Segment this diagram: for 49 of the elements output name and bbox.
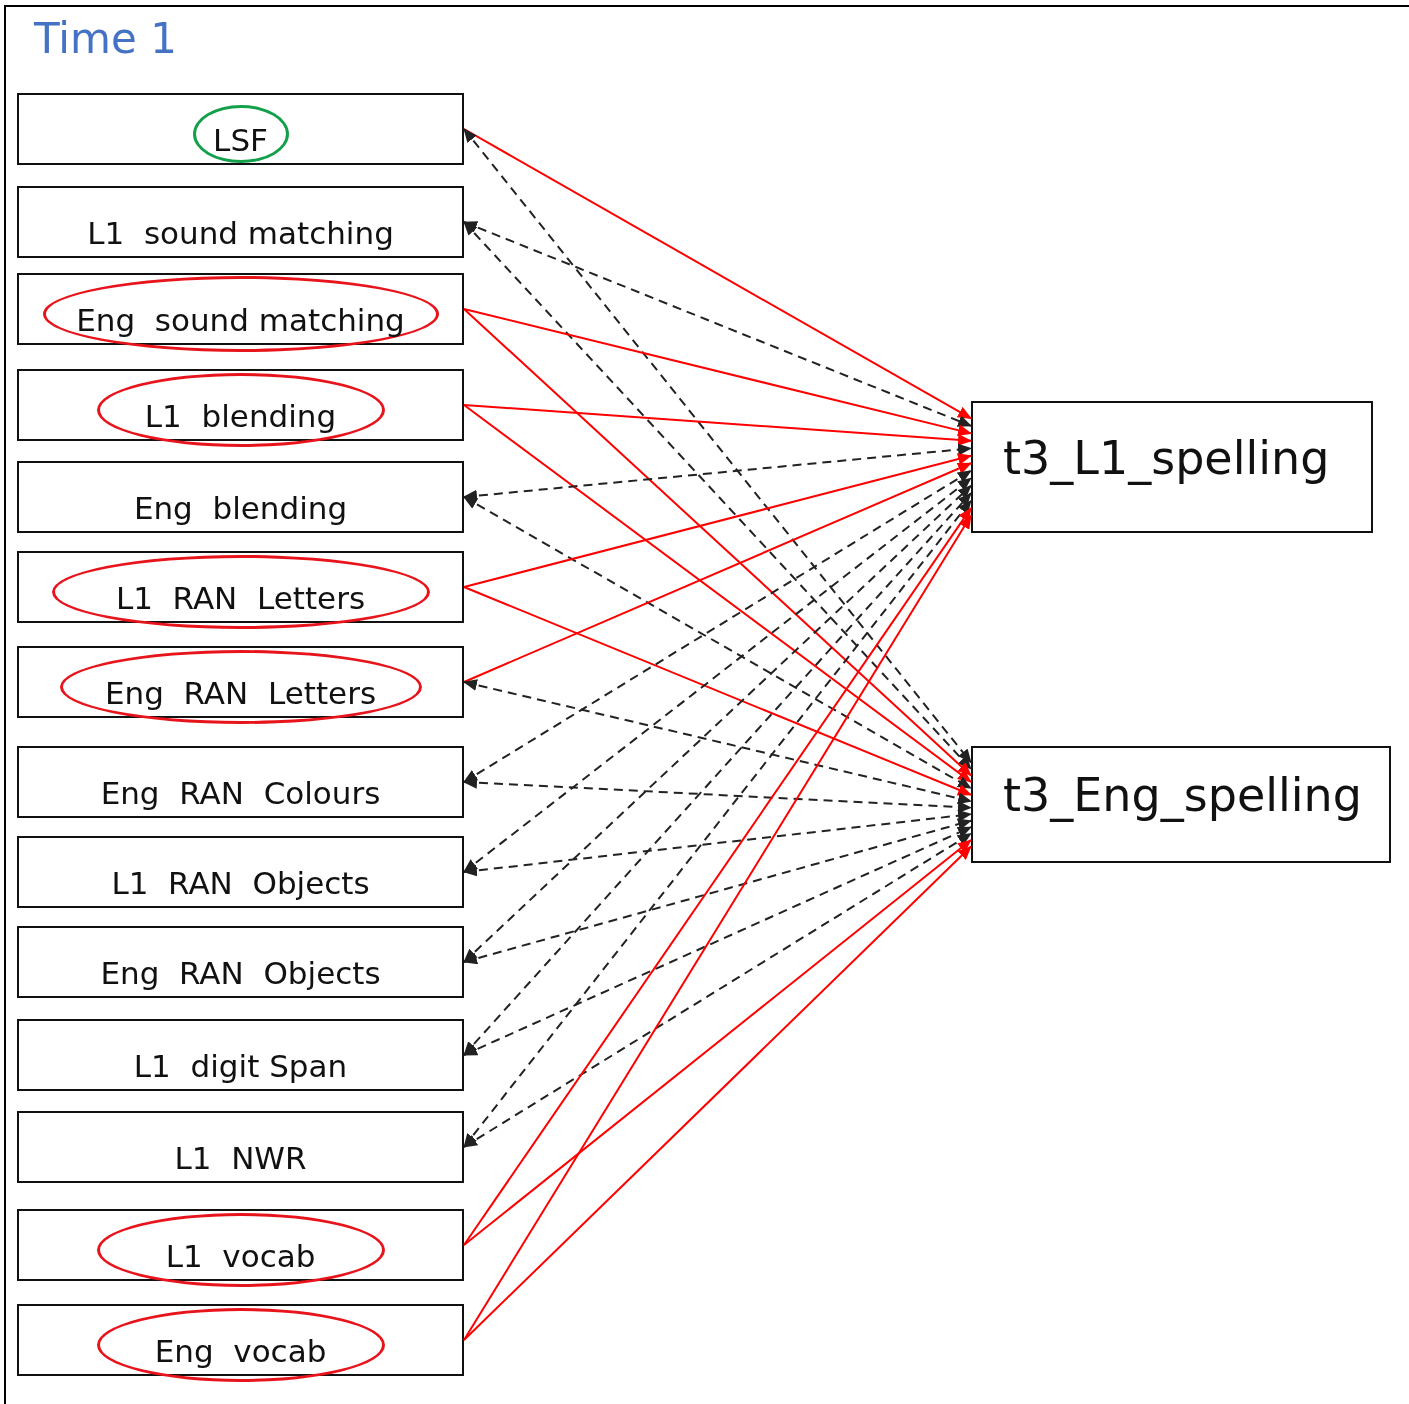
variable-box	[17, 926, 464, 998]
dashed-arrow	[463, 492, 972, 1056]
dashed-arrow	[463, 826, 972, 1056]
variable-box	[971, 401, 1373, 533]
variable-box	[17, 93, 464, 165]
variable-label: t3_L1_spelling	[1003, 431, 1330, 485]
variable-box	[17, 746, 464, 818]
dashed-arrow	[463, 128, 972, 764]
dashed-arrow	[463, 776, 972, 814]
dashed-arrow	[463, 221, 972, 427]
dashed-arrow	[463, 477, 972, 873]
variable-label: L1 RAN Objects	[111, 866, 370, 902]
variable-label: Eng sound matching	[76, 303, 405, 339]
arrow	[463, 586, 972, 796]
variable-label: LSF	[213, 123, 268, 159]
variable-label: Eng RAN Colours	[100, 776, 381, 812]
dashed-arrow	[463, 221, 972, 770]
dashed-arrow	[463, 818, 972, 965]
arrow	[463, 453, 972, 588]
variable-label: Eng blending	[133, 491, 348, 527]
arrow	[463, 462, 972, 683]
variable-box	[971, 746, 1391, 863]
arrow	[463, 128, 972, 420]
variable-box	[17, 836, 464, 908]
arrow	[463, 404, 972, 446]
variable-label: L1 vocab	[165, 1239, 316, 1275]
dashed-arrow	[463, 679, 972, 805]
dashed-arrow	[463, 484, 972, 963]
arrow	[463, 404, 972, 783]
variable-label: Eng RAN Letters	[104, 676, 377, 712]
variable-label: L1 digit Span	[133, 1049, 348, 1085]
arrow	[463, 308, 972, 777]
arrow	[463, 845, 972, 1341]
dashed-arrow	[463, 809, 972, 877]
variable-label: Eng RAN Objects	[100, 956, 381, 992]
variable-box	[17, 186, 464, 258]
variable-label: L1 blending	[144, 399, 337, 435]
variable-label: t3_Eng_spelling	[1003, 769, 1362, 822]
variable-box	[17, 1019, 464, 1091]
dashed-arrow	[463, 832, 972, 1148]
variable-box	[17, 1111, 464, 1183]
variable-label: L1 RAN Letters	[115, 581, 366, 617]
arrow	[463, 839, 972, 1246]
arrow	[463, 308, 972, 437]
variable-box	[17, 461, 464, 533]
variable-label: L1 NWR	[174, 1141, 307, 1177]
diagram-title: Time 1	[34, 14, 177, 63]
variable-label: Eng vocab	[154, 1334, 327, 1370]
variable-label: L1 sound matching	[87, 216, 394, 252]
